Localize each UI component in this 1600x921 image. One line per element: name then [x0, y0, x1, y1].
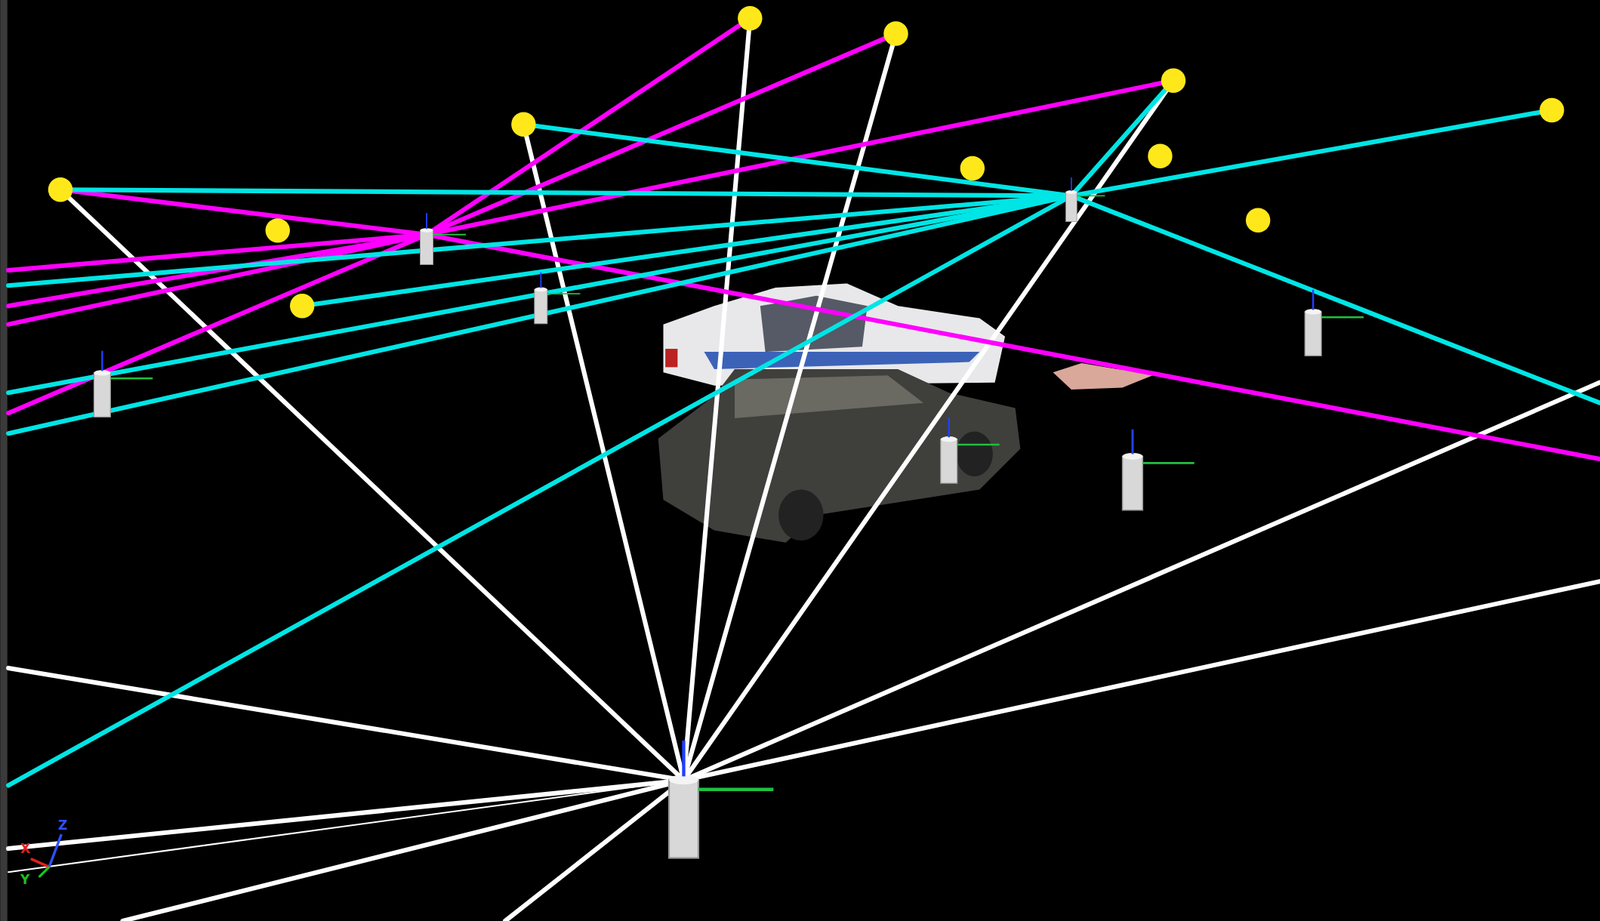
axis-label: Z [58, 819, 68, 833]
frame-edge [0, 0, 7, 921]
scan-link-line [8, 780, 684, 873]
scanner-position [940, 417, 1000, 485]
wheel [778, 490, 824, 542]
scanner-position [1304, 289, 1364, 357]
scan-link-line [523, 124, 684, 781]
z-axis [49, 834, 62, 867]
scanner-body [534, 289, 548, 324]
scanner-y-axis [433, 234, 467, 236]
scanner-position [93, 351, 153, 418]
scanner-z-axis [539, 272, 542, 289]
target-sphere [883, 21, 908, 46]
scan-link-line [523, 124, 1072, 197]
scanner-body [1122, 456, 1144, 510]
police-car-stripe [704, 351, 981, 370]
scan-link-line [60, 189, 427, 235]
target-sphere [1539, 98, 1564, 123]
scanner-position [534, 272, 581, 324]
scan-link-line [8, 195, 1072, 434]
scan-link-line [426, 80, 1174, 235]
scanner-position [668, 740, 774, 859]
scan-link-line [8, 195, 1072, 786]
scanner-body [940, 439, 958, 484]
scan-link-line [426, 234, 1600, 460]
dark-car-roof [734, 375, 924, 419]
scan-link-line [8, 234, 427, 271]
scan-link-line [8, 195, 1072, 393]
scanner-z-axis [681, 740, 685, 777]
scan-link-line [426, 33, 896, 235]
target-sphere [1161, 68, 1186, 93]
axis-label: Y [20, 873, 30, 887]
x-axis [30, 859, 50, 868]
scan-link-line [683, 382, 1600, 781]
scan-link-line [1071, 110, 1552, 196]
scanner-position [420, 212, 467, 265]
scanner-body [668, 779, 699, 859]
axis-triad [30, 834, 62, 878]
scanner-z-axis [1070, 177, 1073, 192]
scanner-body [93, 373, 111, 417]
scanner-position [1066, 177, 1106, 222]
scanner-position [1122, 429, 1195, 511]
scanner-y-axis [1076, 195, 1105, 198]
scanner-body [420, 230, 434, 265]
scan-link-line [1071, 195, 1600, 403]
scanner-y-axis [1142, 462, 1194, 465]
scanner-y-axis [1321, 316, 1364, 318]
axis-label: X [20, 842, 31, 856]
scan-link-line [1071, 80, 1174, 197]
scanner-y-axis [698, 788, 774, 792]
scanner-body [1304, 311, 1322, 356]
scan-link-line [683, 581, 1600, 780]
scanner-z-axis [425, 212, 428, 229]
wheel [955, 431, 993, 476]
target-sphere [1245, 208, 1271, 233]
scan-link-line [60, 189, 1072, 196]
scanner-y-axis [957, 443, 1000, 446]
scanner-z-axis [1312, 289, 1314, 311]
scan-link-line [122, 780, 684, 921]
scan-link-line [8, 195, 1072, 286]
target-sphere [960, 156, 985, 181]
figure [1053, 363, 1159, 390]
scanner-z-axis [1131, 429, 1134, 455]
y-axis [39, 866, 50, 878]
scanner-body [1066, 192, 1078, 222]
scan-link-line [8, 780, 684, 850]
point-cloud-vehicles [658, 283, 1159, 543]
tail-light [665, 348, 678, 367]
scan-link-line [8, 668, 684, 781]
target-sphere [48, 177, 73, 202]
target-sphere [511, 112, 536, 137]
target-sphere [737, 6, 762, 31]
scanner-y-axis [110, 377, 153, 380]
scanner-z-axis [101, 351, 103, 372]
scanner-y-axis [547, 292, 581, 295]
scanner-z-axis [948, 417, 950, 438]
target-sphere [265, 218, 290, 243]
target-sphere [289, 293, 315, 318]
target-sphere [1147, 143, 1172, 168]
